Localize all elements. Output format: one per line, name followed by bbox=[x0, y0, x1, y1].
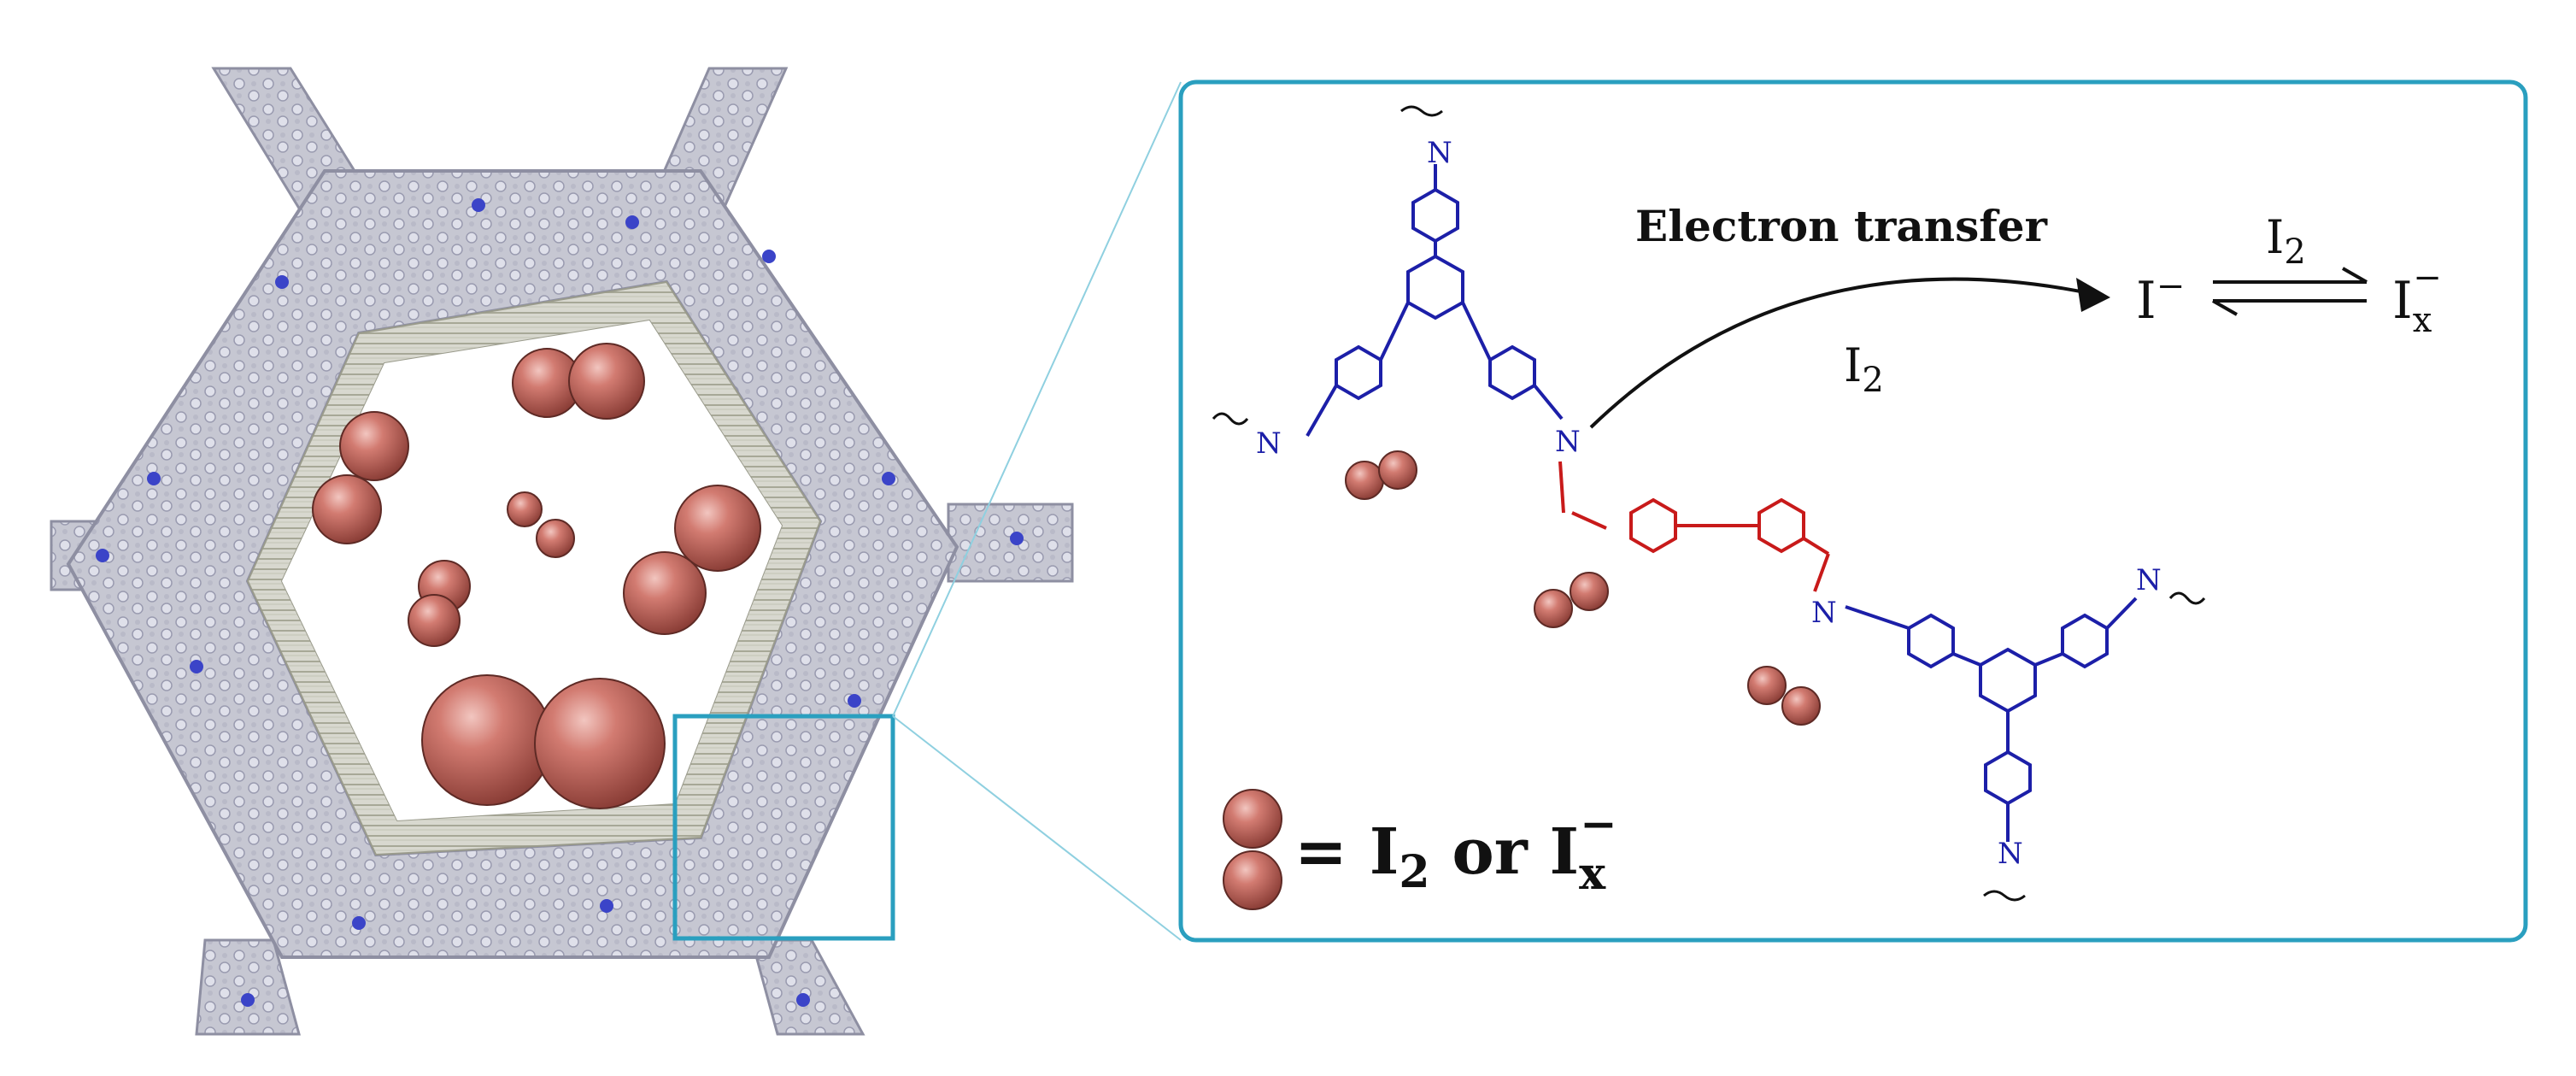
zoom-box bbox=[672, 714, 895, 941]
iodine-atom bbox=[568, 343, 645, 420]
wavy-bond-top bbox=[1400, 105, 1443, 117]
legend: = I2 or Ix− bbox=[1223, 789, 1617, 910]
iodine-atom bbox=[1781, 686, 1821, 726]
equilibrium-arrows bbox=[2212, 267, 2368, 316]
iodine-atom bbox=[1747, 666, 1787, 705]
nitrogen-right-lower: N bbox=[2136, 563, 2162, 597]
reaction-arrow bbox=[1589, 277, 2098, 429]
nitrogen-right-upper: N bbox=[1555, 425, 1581, 459]
nitrogen-left-upper: N bbox=[1256, 426, 1282, 461]
iodine-atom bbox=[1345, 461, 1384, 500]
mechanism-panel: Electron transfer I2 I− I2 Ix− bbox=[1178, 79, 2528, 943]
panel-iodine bbox=[1345, 450, 1821, 726]
electron-transfer-label: Electron transfer bbox=[1635, 201, 2048, 251]
iodine-atom bbox=[623, 551, 707, 635]
polyiodide-label: Ix− bbox=[2392, 258, 2442, 340]
iodine-atom bbox=[674, 485, 761, 572]
blue-node-lower bbox=[1845, 597, 2138, 842]
wavy-bond-left bbox=[1212, 412, 1249, 426]
panel-frame bbox=[1178, 79, 2528, 943]
iodine-atom bbox=[339, 411, 409, 481]
iodine-cluster bbox=[312, 343, 761, 809]
iodine-atom bbox=[507, 491, 543, 527]
nitrogen-bottom-lower: N bbox=[1998, 837, 2023, 871]
iodine-atom bbox=[536, 519, 575, 558]
iodine-atom bbox=[408, 594, 461, 647]
iodide-label: I− bbox=[2136, 267, 2185, 331]
cof-framework bbox=[50, 67, 1074, 1036]
wavy-bond-right bbox=[2168, 591, 2206, 605]
iodine-atom bbox=[1378, 450, 1417, 490]
legend-iodine-bottom bbox=[1223, 850, 1282, 910]
iodine-atom bbox=[1570, 572, 1609, 611]
nitrogen-linker-lower: N bbox=[1811, 596, 1837, 630]
iodine-atom bbox=[312, 474, 382, 544]
iodine-atom bbox=[1534, 589, 1573, 628]
reaction-arrowhead bbox=[2076, 278, 2110, 312]
legend-iodine-top bbox=[1223, 789, 1282, 849]
i2-over-equilibrium-label: I2 bbox=[2266, 210, 2306, 272]
blue-node-upper bbox=[1306, 164, 1564, 437]
legend-text: = I2 or Ix− bbox=[1294, 798, 1617, 900]
nitrogen-top-upper: N bbox=[1427, 136, 1452, 170]
i2-below-arrow-label: I2 bbox=[1844, 338, 1884, 400]
iodine-atom bbox=[534, 678, 666, 809]
iodine-atom bbox=[421, 674, 553, 806]
zoom-connectors bbox=[892, 81, 1182, 941]
wavy-bond-bottom bbox=[1983, 890, 2026, 902]
nitrogen-sites bbox=[96, 198, 1024, 1007]
red-linker bbox=[1558, 461, 1830, 592]
